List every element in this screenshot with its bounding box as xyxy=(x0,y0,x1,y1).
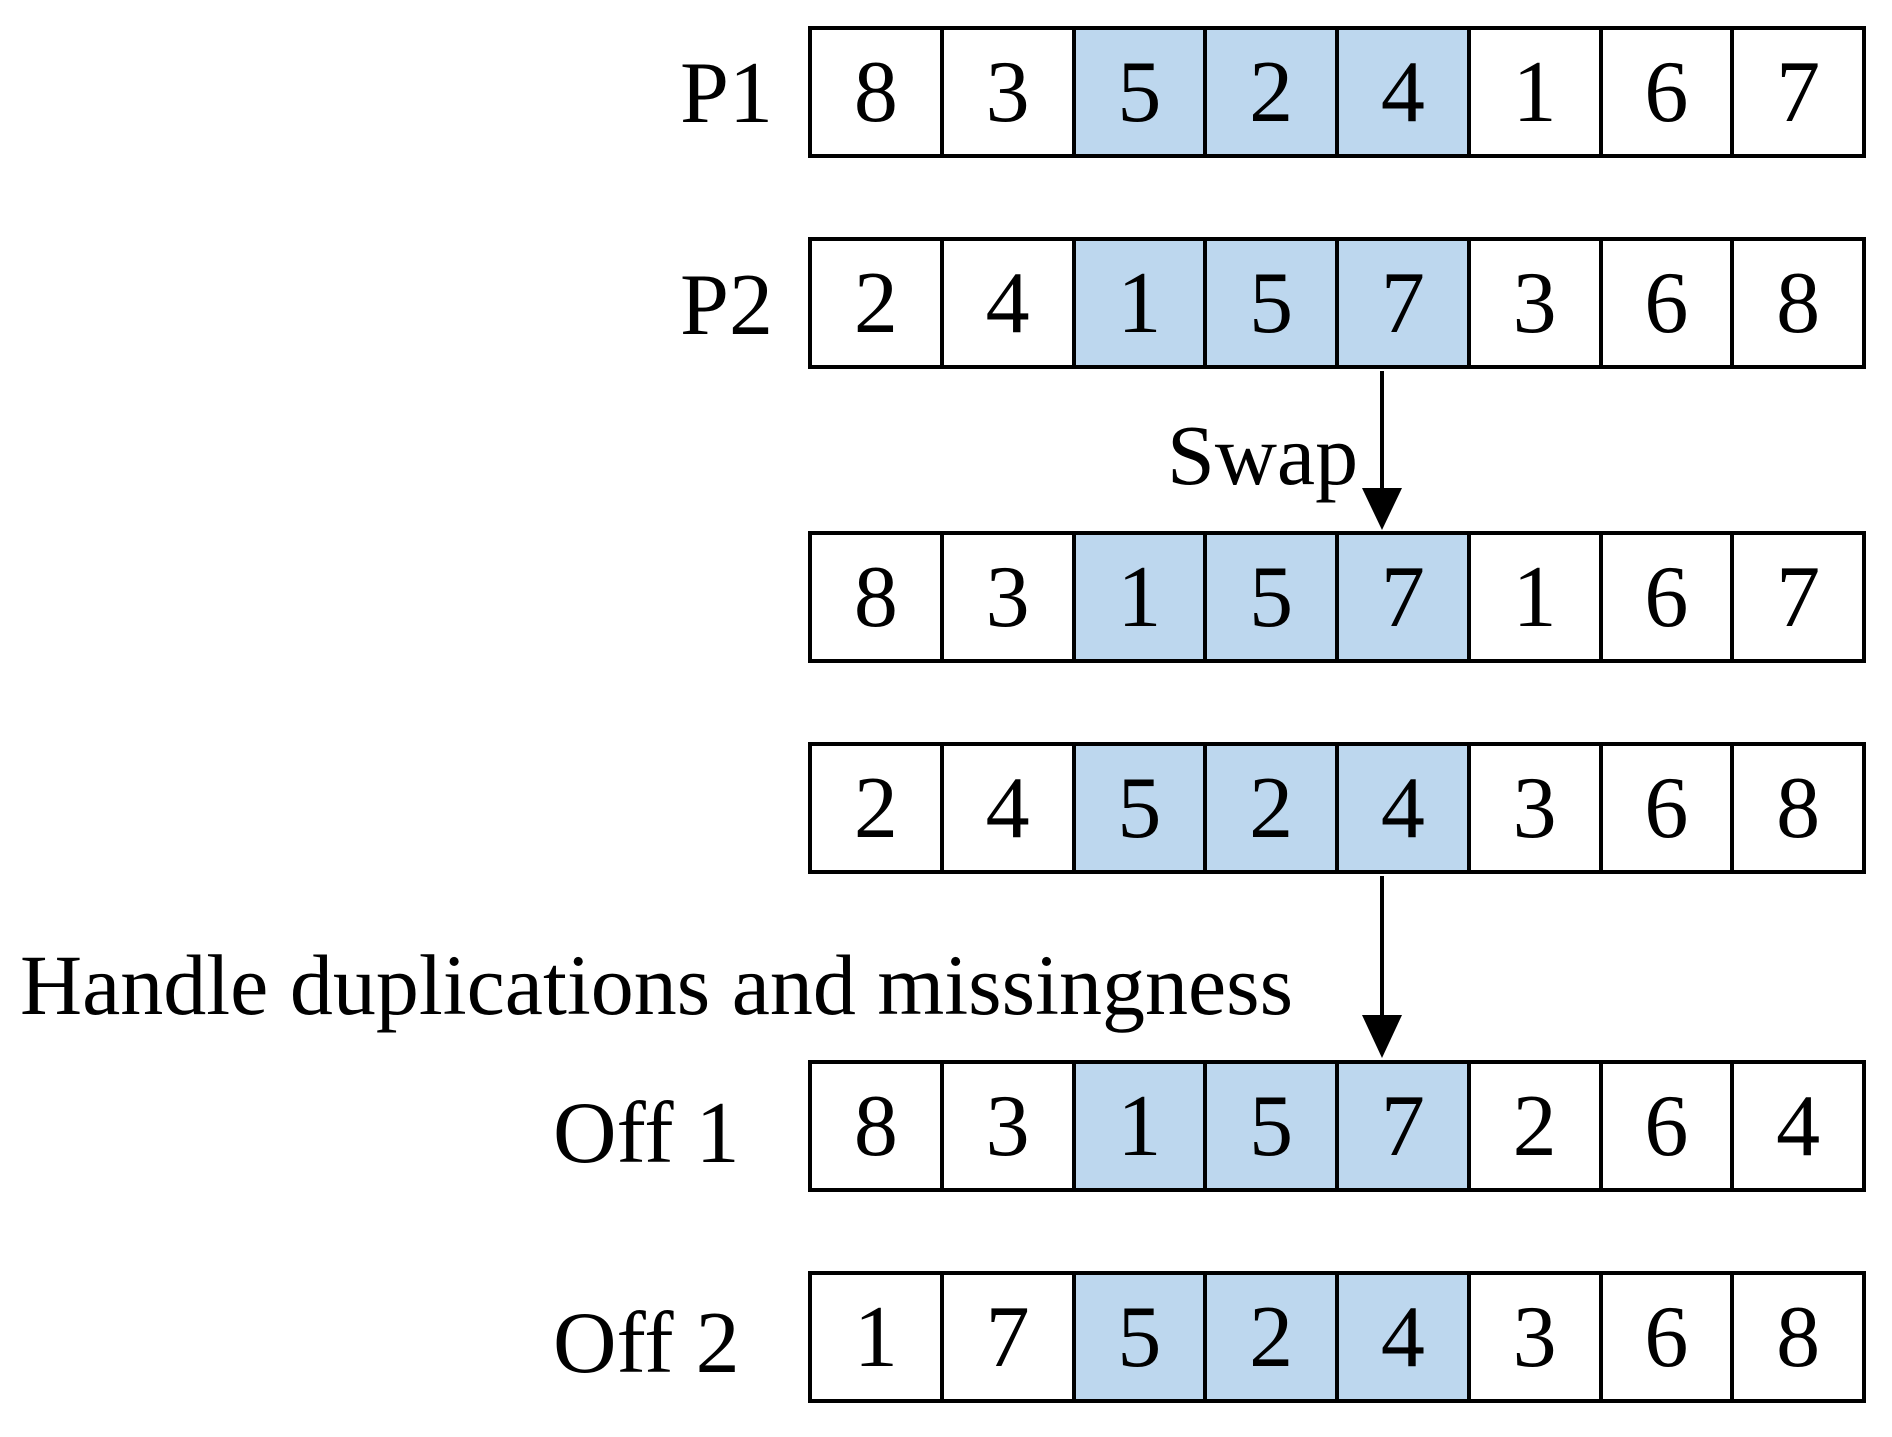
gene-cell: 4 xyxy=(943,746,1076,870)
gene-cell: 3 xyxy=(943,535,1076,659)
gene-cell: 4 xyxy=(1339,1275,1471,1399)
gene-cell: 5 xyxy=(1075,746,1208,870)
gene-cell: 8 xyxy=(1734,746,1862,870)
gene-cell: 2 xyxy=(812,746,944,870)
gene-cell: 8 xyxy=(1734,1275,1862,1399)
gene-cell: 1 xyxy=(1470,30,1603,154)
gene-cell: 2 xyxy=(1207,30,1339,154)
gene-cell: 3 xyxy=(1470,1275,1603,1399)
gene-cell: 2 xyxy=(1470,1064,1603,1188)
gene-cell: 5 xyxy=(1075,30,1208,154)
gene-cell: 7 xyxy=(1339,241,1471,365)
handle-label: Handle duplications and missingness xyxy=(20,937,1294,1033)
row-label-off1: Off 1 xyxy=(553,1085,740,1182)
gene-cell: 6 xyxy=(1602,1275,1735,1399)
gene-cell: 5 xyxy=(1207,535,1339,659)
gene-cell: 6 xyxy=(1602,241,1735,365)
swap-label: Swap xyxy=(1167,407,1359,503)
gene-cell: 4 xyxy=(1734,1064,1862,1188)
row-label-p2: P2 xyxy=(680,257,773,354)
gene-cell: 7 xyxy=(1734,535,1862,659)
gene-cell: 3 xyxy=(1470,746,1603,870)
gene-cell: 1 xyxy=(1075,535,1208,659)
gene-cell: 2 xyxy=(1207,746,1339,870)
gene-cell: 3 xyxy=(943,1064,1076,1188)
row-label-off2: Off 2 xyxy=(553,1295,740,1392)
gene-cell: 2 xyxy=(812,241,944,365)
gene-cell: 1 xyxy=(1470,535,1603,659)
gene-cell: 6 xyxy=(1602,1064,1735,1188)
gene-cell: 8 xyxy=(812,535,944,659)
gene-cell: 2 xyxy=(1207,1275,1339,1399)
gene-cell: 6 xyxy=(1602,746,1735,870)
gene-cell: 3 xyxy=(1470,241,1603,365)
gene-cell: 5 xyxy=(1075,1275,1208,1399)
gene-cell: 5 xyxy=(1207,1064,1339,1188)
gene-cell: 6 xyxy=(1602,30,1735,154)
gene-cell: 7 xyxy=(1339,535,1471,659)
gene-cell: 7 xyxy=(1734,30,1862,154)
row-label-p1: P1 xyxy=(680,45,773,142)
gene-cell: 4 xyxy=(943,241,1076,365)
gene-cell: 6 xyxy=(1602,535,1735,659)
gene-cell: 3 xyxy=(943,30,1076,154)
gene-cell: 1 xyxy=(812,1275,944,1399)
gene-cell: 8 xyxy=(812,1064,944,1188)
gene-cell: 4 xyxy=(1339,30,1471,154)
gene-cell: 4 xyxy=(1339,746,1471,870)
gene-cell: 7 xyxy=(943,1275,1076,1399)
gene-cell: 1 xyxy=(1075,241,1208,365)
gene-cell: 5 xyxy=(1207,241,1339,365)
gene-cell: 8 xyxy=(812,30,944,154)
gene-cell: 7 xyxy=(1339,1064,1471,1188)
gene-cell: 1 xyxy=(1075,1064,1208,1188)
gene-cell: 8 xyxy=(1734,241,1862,365)
